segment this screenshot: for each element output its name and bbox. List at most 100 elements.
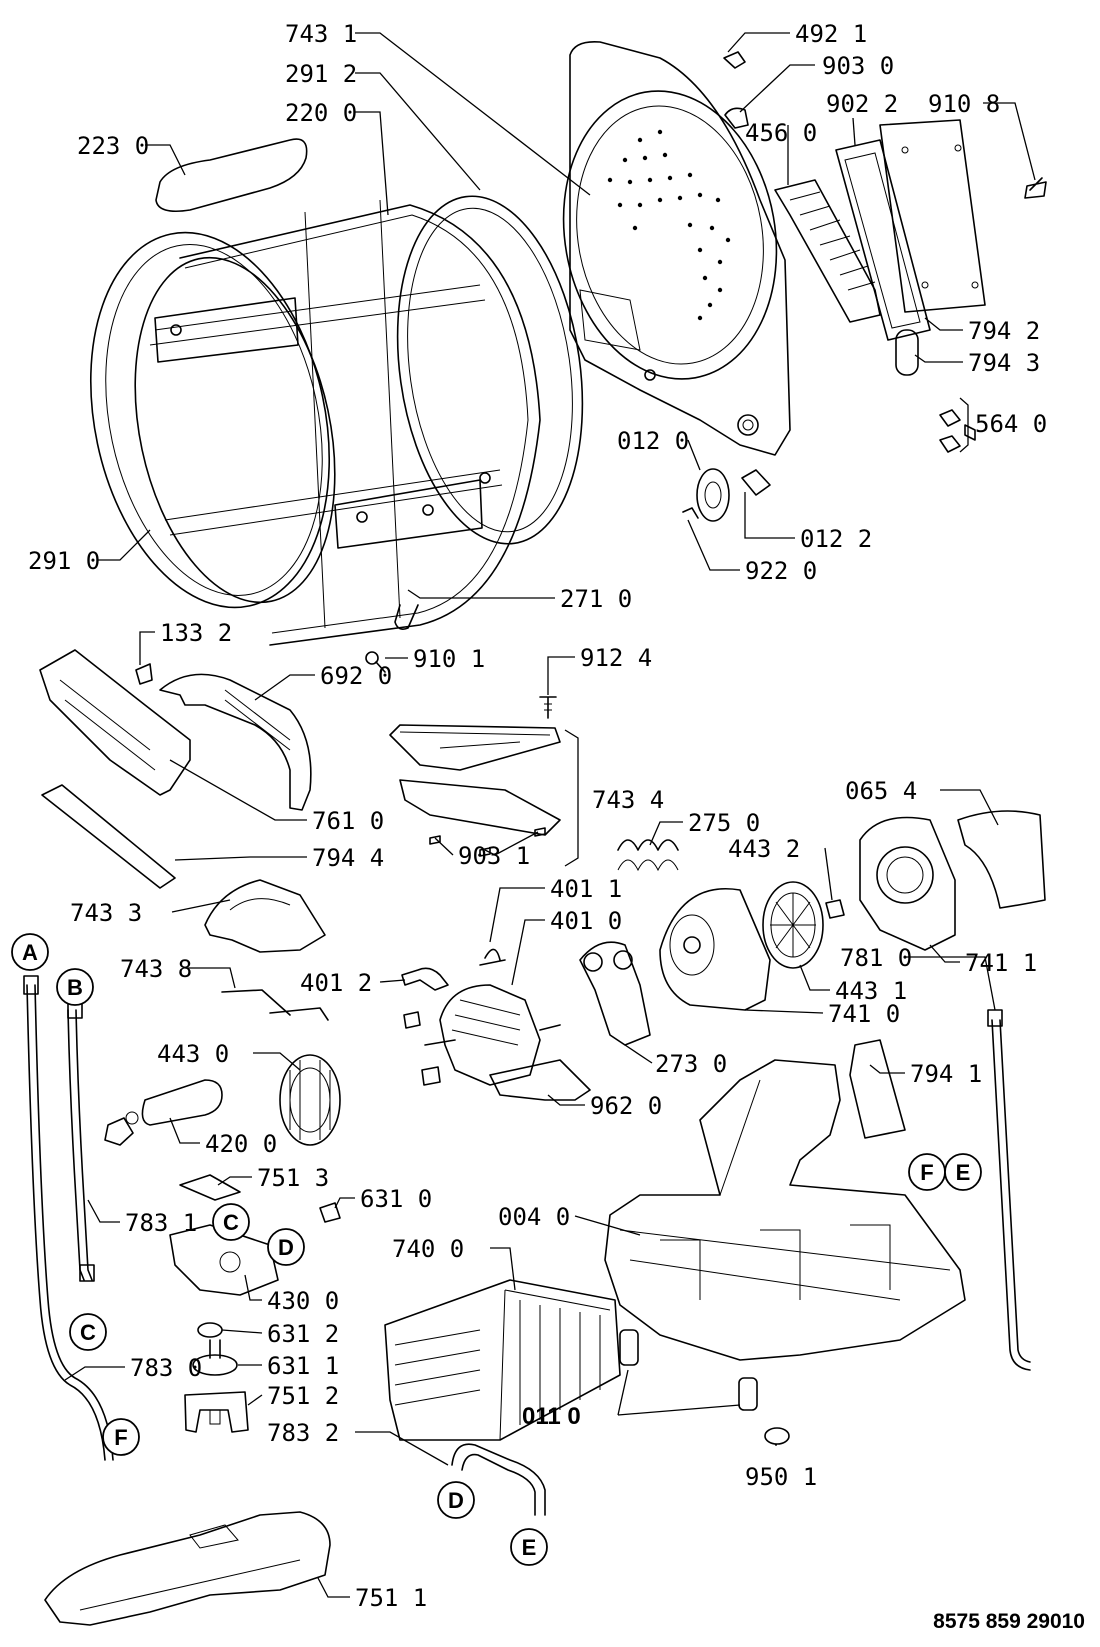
- label-912-4: 912 4: [580, 644, 652, 672]
- label-631-0: 631 0: [360, 1185, 432, 1213]
- svg-text:F: F: [920, 1160, 933, 1185]
- label-743-3: 743 3: [70, 899, 142, 927]
- filter-housing-761: [39, 649, 191, 796]
- svg-text:B: B: [67, 975, 83, 1000]
- drain-plug-011-a: [619, 1329, 639, 1366]
- label-741-1: 741 1: [965, 949, 1037, 977]
- clips-564: [939, 409, 976, 453]
- part-labels: 743 1 291 2 220 0 223 0 291 0 271 0 492 …: [28, 20, 1047, 1612]
- connector-E-hose: E: [510, 1528, 548, 1566]
- label-741-0: 741 0: [828, 1000, 900, 1028]
- label-950-1: 950 1: [745, 1463, 817, 1491]
- motor-shield-962: [489, 1059, 591, 1101]
- cover-plate-910: [879, 119, 986, 313]
- svg-text:C: C: [223, 1210, 239, 1235]
- spring-275: [617, 839, 679, 872]
- label-401-0: 401 0: [550, 907, 622, 935]
- connector-C-pump: C: [212, 1203, 250, 1241]
- label-910-1: 910 1: [413, 645, 485, 673]
- bracket-743-4-foam: [399, 779, 561, 836]
- label-903-1: 903 1: [458, 842, 530, 870]
- washer-631-2: [197, 1322, 223, 1338]
- label-902-2: 902 2: [826, 90, 898, 118]
- label-781-0: 781 0: [840, 944, 912, 972]
- air-duct-743-3: [204, 879, 326, 953]
- label-430-0: 430 0: [267, 1287, 339, 1315]
- drum-front-seal-ring: [89, 231, 331, 609]
- clip-922: [682, 507, 699, 519]
- gasket-794-3: [895, 329, 919, 376]
- connector-D-hose: D: [437, 1481, 475, 1519]
- fan-housing-741: [659, 888, 771, 1011]
- clip-631: [319, 1202, 341, 1223]
- label-291-0: 291 0: [28, 547, 100, 575]
- label-743-8: 743 8: [120, 955, 192, 983]
- label-692-0: 692 0: [320, 662, 392, 690]
- fan-wheel-443: [279, 1054, 341, 1146]
- document-number: 8575 859 29010: [933, 1610, 1085, 1633]
- drum-support-bracket: [394, 604, 419, 630]
- tank-751-1: [44, 1511, 331, 1626]
- label-740-0: 740 0: [392, 1235, 464, 1263]
- label-443-2: 443 2: [728, 835, 800, 863]
- label-743-1: 743 1: [285, 20, 357, 48]
- drum: [134, 199, 541, 646]
- svg-text:A: A: [22, 940, 38, 965]
- leader-lines: [64, 32, 1036, 1598]
- label-564-0: 564 0: [975, 410, 1047, 438]
- fan-housing-741-1: [859, 816, 956, 951]
- connector-F-hose: F: [102, 1418, 140, 1456]
- label-133-2: 133 2: [160, 619, 232, 647]
- label-420-0: 420 0: [205, 1130, 277, 1158]
- label-401-2: 401 2: [300, 969, 372, 997]
- label-794-3: 794 3: [968, 349, 1040, 377]
- clip-492: [723, 51, 746, 69]
- svg-text:E: E: [956, 1160, 971, 1185]
- label-291-2: 291 2: [285, 60, 357, 88]
- fan-rear-443-1: [762, 881, 824, 969]
- connector-C-hose: C: [69, 1313, 107, 1351]
- label-271-0: 271 0: [560, 585, 632, 613]
- connector-B: B: [56, 968, 94, 1006]
- svg-text:C: C: [80, 1320, 96, 1345]
- label-794-1: 794 1: [910, 1060, 982, 1088]
- label-443-1: 443 1: [835, 977, 907, 1005]
- motor-clamp-401-2: [401, 967, 449, 991]
- label-012-2: 012 2: [800, 525, 872, 553]
- hose-783-2: [451, 1443, 546, 1516]
- heat-exchanger-740: [384, 1279, 621, 1441]
- fan-cover-065: [957, 810, 1046, 909]
- label-761-0: 761 0: [312, 807, 384, 835]
- rear-panel-perforations: [607, 129, 731, 321]
- label-012-0: 012 0: [617, 427, 689, 455]
- svg-text:D: D: [278, 1235, 294, 1260]
- motor-clamp-401-1: [479, 948, 506, 966]
- label-011-0: 011 0: [522, 1403, 581, 1430]
- label-401-1: 401 1: [550, 875, 622, 903]
- hose-783-1: [67, 999, 95, 1282]
- label-751-3: 751 3: [257, 1164, 329, 1192]
- gasket-794-1: [849, 1039, 906, 1139]
- connector-E-base: E: [944, 1153, 982, 1191]
- duct-692: [159, 673, 312, 811]
- roller-axle-012-2: [741, 469, 771, 496]
- motor-mount-pads: [403, 1011, 441, 1086]
- wire-clip-743-8: [221, 989, 329, 1021]
- screw-912-4: [539, 696, 557, 719]
- drain-plug-011-b: [738, 1377, 758, 1411]
- label-903-0: 903 0: [822, 52, 894, 80]
- svg-text:D: D: [448, 1488, 464, 1513]
- label-220-0: 220 0: [285, 99, 357, 127]
- nut-443-2: [825, 899, 845, 919]
- drum-paddle: [155, 138, 308, 213]
- label-783-0: 783 0: [130, 1354, 202, 1382]
- label-223-0: 223 0: [77, 132, 149, 160]
- label-751-2: 751 2: [267, 1382, 339, 1410]
- label-275-0: 275 0: [688, 809, 760, 837]
- svg-text:F: F: [114, 1425, 127, 1450]
- label-065-4: 065 4: [845, 777, 917, 805]
- label-456-0: 456 0: [745, 119, 817, 147]
- label-783-1: 783 1: [125, 1209, 197, 1237]
- cable-clamp-903: [724, 107, 749, 129]
